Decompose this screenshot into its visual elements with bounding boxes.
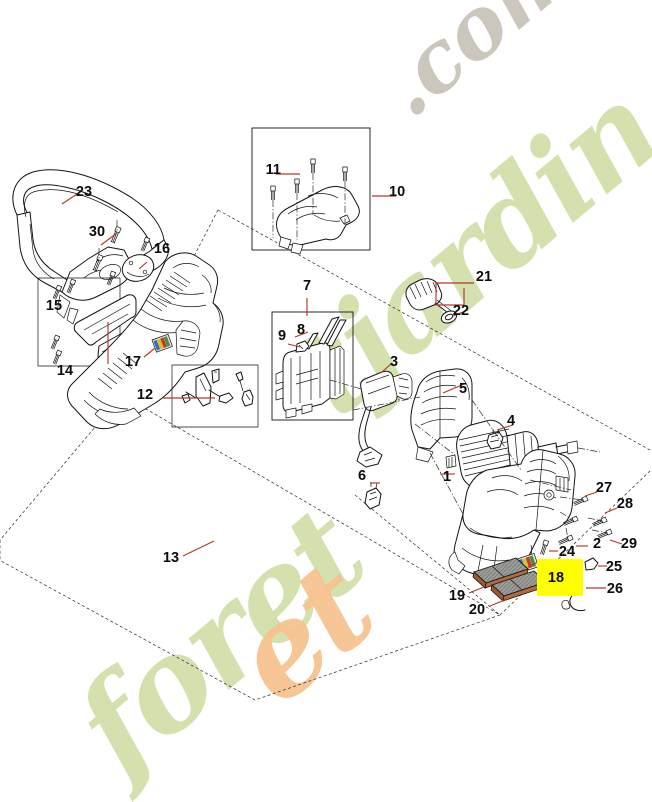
callout-23: 23 (76, 184, 92, 200)
callout-21: 21 (476, 269, 492, 285)
gearbox-housing-part (275, 342, 345, 419)
top-cover-box (251, 127, 371, 255)
callout-14: 14 (57, 363, 73, 379)
oiler-kit-parts (181, 368, 254, 407)
fan-housing-5 (410, 368, 473, 463)
carbon-brush-20 (490, 570, 547, 602)
callout-30: 30 (89, 224, 105, 240)
callout-1: 1 (443, 469, 451, 485)
callout-8: 8 (297, 322, 305, 338)
body-screws-left (50, 236, 151, 365)
top-cover-screws (270, 158, 348, 240)
callout-20: 20 (469, 602, 485, 618)
label-sticker-17 (151, 333, 173, 353)
callout-26: 26 (607, 581, 623, 597)
callout-13: 13 (163, 550, 179, 566)
motor-housing-left-half (67, 252, 224, 430)
assembly-boundary-outline (0, 209, 652, 701)
oiler-kit-box (171, 364, 259, 428)
callout-5: 5 (459, 381, 467, 397)
cap-part-16 (121, 254, 155, 282)
callout-29: 29 (621, 536, 637, 552)
callout-4: 4 (507, 413, 515, 429)
callout-19: 19 (449, 588, 465, 604)
callout-6: 6 (358, 468, 366, 484)
highlight-box-18[interactable] (537, 559, 583, 596)
callout-24: 24 (559, 544, 575, 560)
callout-9: 9 (278, 328, 286, 344)
bushing-4 (486, 428, 504, 450)
top-cover-part (275, 186, 360, 255)
contact-piece-9 (295, 340, 310, 353)
front-handle-part (12, 169, 169, 325)
callout-16: 16 (154, 241, 170, 257)
callout-22: 22 (453, 303, 469, 319)
carbon-brush-19 (472, 557, 529, 589)
right-side-screws (540, 495, 613, 556)
sprocket-shaft-part (405, 278, 458, 324)
right-housing-half (462, 449, 576, 540)
switch-module-3 (356, 370, 413, 468)
terminal-clip-6 (364, 482, 382, 510)
gearbox-box (271, 311, 401, 421)
callout-3: 3 (390, 354, 398, 370)
callout-15: 15 (46, 298, 62, 314)
callout-17: 17 (125, 354, 141, 370)
callout-18: 18 (548, 570, 564, 586)
callout-27: 27 (596, 480, 612, 496)
callout-12: 12 (137, 387, 153, 403)
callout-2: 2 (593, 536, 601, 552)
callout-10: 10 (389, 184, 405, 200)
callout-7: 7 (303, 278, 311, 294)
callout-25: 25 (606, 559, 622, 575)
callout-numbers: 1 2 3 4 5 6 7 8 9 10 11 12 13 14 15 16 1… (46, 162, 637, 618)
leader-lines (61, 173, 623, 607)
alignment-centerlines (352, 396, 601, 515)
callout-11: 11 (266, 162, 281, 178)
callout-28: 28 (617, 496, 633, 512)
